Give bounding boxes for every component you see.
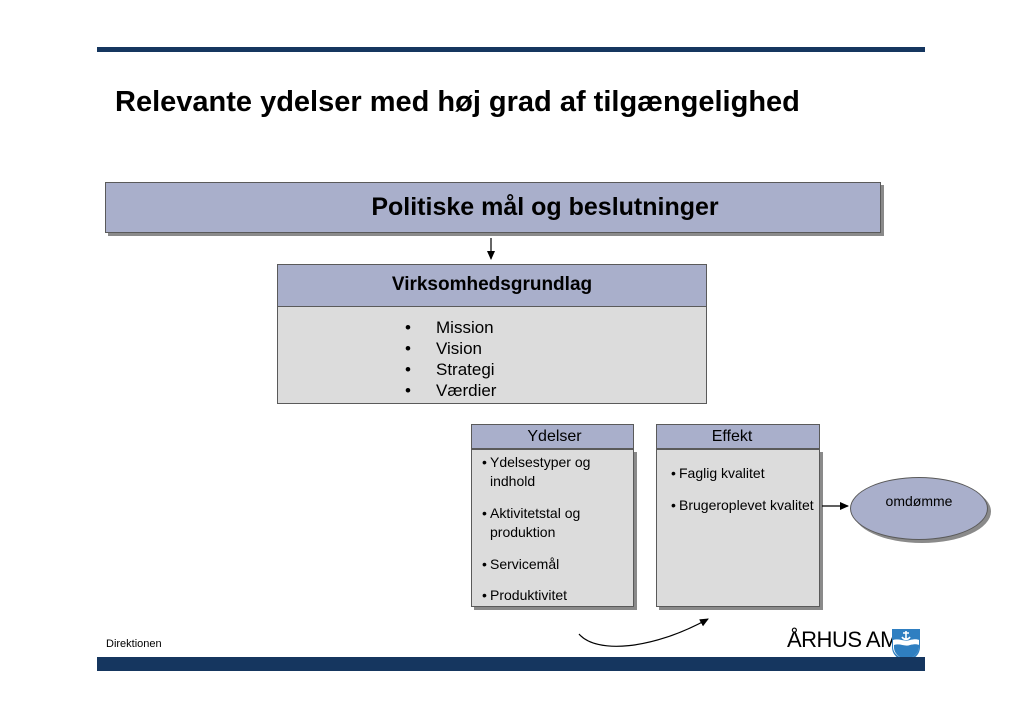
effekt-header: Effekt — [656, 424, 820, 449]
list-item: •Brugeroplevet kvalitet — [671, 497, 814, 513]
list-item: •Strategi — [405, 360, 495, 379]
logo-text: ÅRHUS AMT — [787, 627, 911, 652]
footer-label: Direktionen — [106, 638, 162, 650]
list-item: •Produktivitet — [482, 587, 568, 603]
effekt-heading: Effekt — [711, 427, 753, 445]
shield-logo-icon — [892, 629, 920, 662]
ydelser-list: •Ydelsestyper og indhold •Aktivitetstal … — [482, 453, 630, 618]
politiske-box: Politiske mål og beslutninger — [105, 182, 881, 233]
virksomhedsgrundlag-body: •Mission •Vision •Strategi •Værdier — [277, 306, 707, 404]
list-item: •Aktivitetstal og produktion — [482, 505, 581, 540]
bottom-rule — [97, 657, 925, 671]
ydelser-header: Ydelser — [471, 424, 634, 449]
list-item: •Værdier — [405, 381, 497, 400]
curved-arrow — [578, 618, 709, 647]
ydelser-heading: Ydelser — [527, 427, 582, 445]
list-item: •Mission — [405, 318, 494, 337]
top-rule — [97, 47, 925, 52]
ydelser-body: •Ydelsestyper og indhold •Aktivitetstal … — [471, 449, 634, 607]
slide-title: Relevante ydelser med høj grad af tilgæn… — [115, 86, 800, 118]
politiske-label: Politiske mål og beslutninger — [371, 193, 719, 221]
list-item: •Ydelsestyper og indhold — [482, 454, 591, 489]
list-item: •Faglig kvalitet — [671, 465, 765, 481]
effekt-body: •Faglig kvalitet •Brugeroplevet kvalitet — [656, 449, 820, 607]
list-item: •Vision — [405, 339, 482, 358]
effekt-list: •Faglig kvalitet •Brugeroplevet kvalitet — [671, 464, 816, 528]
omdomme-oval: omdømme — [850, 477, 988, 540]
virksomhedsgrundlag-header: Virksomhedsgrundlag — [277, 264, 707, 307]
virksomhedsgrundlag-heading: Virksomhedsgrundlag — [391, 273, 593, 295]
omdomme-label: omdømme — [885, 493, 953, 509]
virksomhedsgrundlag-list: •Mission •Vision •Strategi •Værdier — [405, 317, 496, 401]
list-item: •Servicemål — [482, 556, 560, 572]
